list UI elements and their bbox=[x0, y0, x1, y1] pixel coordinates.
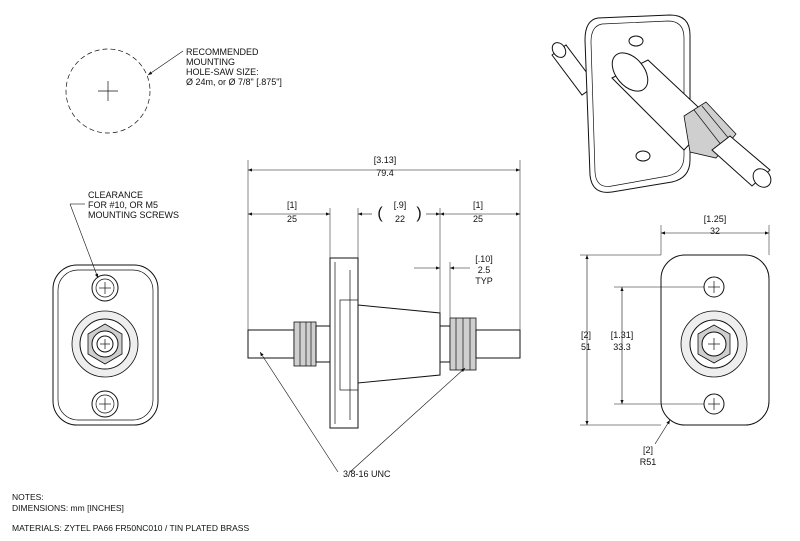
side-view-dimension-text: [3.13] 79.4 [1] 25 [.9] 22 ( ) [1] 25 [.… bbox=[287, 155, 493, 286]
svg-text:(: ( bbox=[377, 205, 383, 222]
svg-text:RECOMMENDED: RECOMMENDED bbox=[186, 47, 259, 57]
hole-saw-circle bbox=[65, 48, 184, 134]
svg-text:51: 51 bbox=[581, 342, 591, 352]
svg-text:[1.31]: [1.31] bbox=[611, 330, 634, 340]
right-front-view bbox=[660, 254, 770, 426]
svg-text:79.4: 79.4 bbox=[376, 168, 394, 178]
thread-label: 3/8-16 UNC bbox=[343, 469, 391, 479]
svg-text:MOUNTING SCREWS: MOUNTING SCREWS bbox=[88, 210, 179, 220]
notes-heading: NOTES: bbox=[12, 492, 44, 502]
svg-text:HOLE-SAW SIZE:: HOLE-SAW SIZE: bbox=[186, 67, 259, 77]
svg-text:[.9]: [.9] bbox=[394, 200, 407, 210]
isometric-view bbox=[551, 14, 772, 193]
svg-text:R51: R51 bbox=[640, 457, 657, 467]
svg-text:[2]: [2] bbox=[643, 445, 653, 455]
notes-materials: MATERIALS: ZYTEL PA66 FR50NC010 / TIN PL… bbox=[12, 523, 249, 533]
svg-text:MOUNTING: MOUNTING bbox=[186, 57, 235, 67]
right-view-dimension-text: [1.25] 32 [2] 51 [1.31] 33.3 [2] R51 bbox=[581, 214, 726, 467]
svg-text:33.3: 33.3 bbox=[613, 342, 631, 352]
svg-text:25: 25 bbox=[287, 214, 297, 224]
side-view-dimensions bbox=[247, 160, 521, 473]
notes-block: NOTES: DIMENSIONS: mm [INCHES] MATERIALS… bbox=[12, 492, 249, 533]
notes-dimensions: DIMENSIONS: mm [INCHES] bbox=[12, 503, 124, 513]
svg-text:TYP: TYP bbox=[475, 276, 493, 286]
svg-text:[.10]: [.10] bbox=[475, 254, 493, 264]
svg-text:25: 25 bbox=[473, 214, 483, 224]
front-view bbox=[52, 203, 159, 426]
svg-text:[1]: [1] bbox=[473, 200, 483, 210]
right-view-dimensions bbox=[580, 225, 770, 445]
svg-text:Ø 24m, or Ø 7/8" [.875"]: Ø 24m, or Ø 7/8" [.875"] bbox=[186, 77, 282, 87]
svg-text:): ) bbox=[416, 205, 421, 222]
svg-text:FOR #10, OR M5: FOR #10, OR M5 bbox=[88, 200, 158, 210]
clearance-label: CLEARANCE FOR #10, OR M5 MOUNTING SCREWS bbox=[88, 190, 179, 220]
svg-text:32: 32 bbox=[710, 226, 720, 236]
svg-text:[2]: [2] bbox=[581, 330, 591, 340]
svg-text:2.5: 2.5 bbox=[478, 265, 491, 275]
svg-text:[1.25]: [1.25] bbox=[704, 214, 727, 224]
side-view bbox=[247, 257, 521, 429]
svg-text:[3.13]: [3.13] bbox=[374, 155, 397, 165]
svg-text:[1]: [1] bbox=[287, 200, 297, 210]
svg-text:22: 22 bbox=[395, 214, 405, 224]
svg-text:CLEARANCE: CLEARANCE bbox=[88, 190, 143, 200]
hole-saw-label: RECOMMENDED MOUNTING HOLE-SAW SIZE: Ø 24… bbox=[186, 47, 282, 87]
